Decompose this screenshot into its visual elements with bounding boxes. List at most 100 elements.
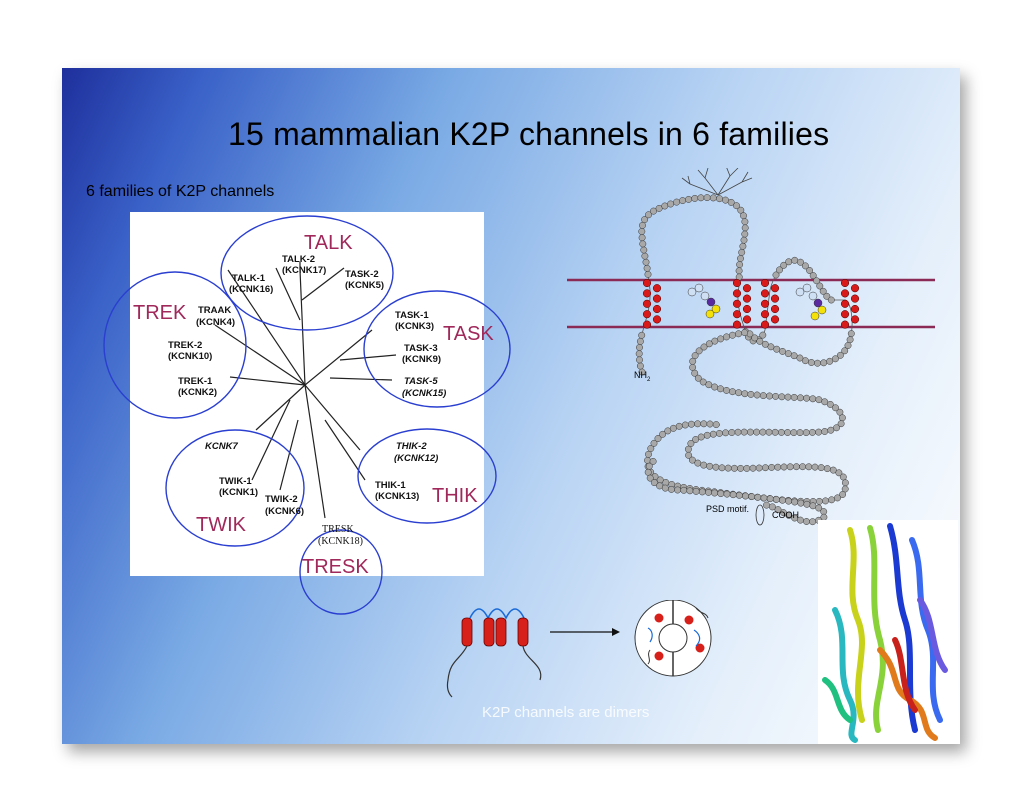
helix-residue-2 [742, 294, 752, 303]
family-label-task: TASK [443, 323, 494, 345]
residue-bead [650, 479, 658, 487]
residue-bead [650, 207, 657, 215]
residue-bead [841, 347, 849, 355]
helix-residue-2 [732, 278, 742, 288]
arrow-icon [550, 628, 620, 636]
residue-bead [785, 511, 793, 519]
residue-bead [844, 342, 852, 349]
residue-bead [791, 498, 799, 506]
tresk-family-ellipse [299, 529, 383, 615]
gene-task1: TASK-1 (KCNK3) [395, 310, 434, 332]
residue-bead [838, 414, 846, 422]
residue-bead [809, 395, 817, 403]
helix-residue-3 [770, 304, 780, 314]
residue-bead [829, 466, 837, 474]
residue-bead [705, 381, 713, 389]
residue-bead [717, 335, 725, 343]
residue-bead [841, 479, 849, 487]
residue-bead [766, 392, 773, 400]
family-label-trek: TREK [133, 302, 187, 324]
residue-bead [667, 485, 675, 493]
helix-residue-3 [760, 289, 770, 298]
residue-bead [647, 445, 655, 452]
residue-bead [790, 352, 798, 360]
residue-bead [667, 200, 675, 208]
residue-bead [709, 194, 717, 202]
residue-bead [759, 428, 767, 436]
svg-text:TWIK-1: TWIK-1 [219, 476, 252, 487]
residue-bead [837, 420, 845, 428]
svg-text:(KCNK1): (KCNK1) [219, 487, 258, 498]
residue-bead [816, 282, 824, 290]
residue-bead [723, 490, 731, 498]
residue-bead [729, 491, 737, 499]
residue-bead [692, 436, 700, 443]
residue-bead [680, 486, 688, 494]
svg-text:(KCNK3): (KCNK3) [395, 321, 434, 332]
residue-bead [805, 463, 813, 471]
residue-bead [809, 502, 817, 510]
residue-bead [711, 383, 719, 391]
residue-bead [833, 424, 840, 432]
residue-bead [694, 459, 702, 467]
residue-bead [681, 421, 689, 429]
residue-bead [679, 197, 687, 205]
residue-bead [799, 463, 807, 471]
residue-bead [733, 202, 740, 210]
residue-bead [717, 385, 724, 393]
residue-bead [645, 211, 652, 219]
residue-bead [705, 488, 712, 496]
helix-residue-2 [742, 315, 752, 324]
residue-bead [784, 393, 792, 401]
residue-bead [687, 440, 695, 447]
residue-bead [738, 248, 746, 256]
residue-bead [685, 451, 693, 459]
residue-bead [740, 236, 748, 244]
svg-text:TASK-3: TASK-3 [404, 343, 438, 354]
residue-bead [729, 388, 736, 396]
gene-kcnk7: KCNK7 [205, 441, 238, 452]
svg-text:TWIK-2: TWIK-2 [265, 494, 298, 505]
residue-bead [705, 340, 713, 348]
residue-bead [822, 497, 829, 505]
membrane-lines [567, 278, 935, 329]
residue-bead [740, 428, 748, 436]
residue-bead [741, 218, 749, 226]
helix-residue-3 [760, 320, 770, 329]
residue-bead [741, 390, 749, 398]
residue-bead [827, 426, 835, 434]
residue-bead [711, 489, 719, 497]
svg-text:TREK-2: TREK-2 [168, 340, 202, 351]
membrane-topology-diagram: NH2 PSD motif. COOH [567, 168, 935, 526]
residue-bead [841, 485, 849, 493]
residue-bead [786, 463, 794, 471]
helix-residue-3 [760, 278, 770, 288]
svg-text:TASK-5: TASK-5 [404, 376, 438, 387]
residue-bead [792, 463, 800, 471]
residue-bead [727, 198, 735, 206]
svg-text:(KCNK4): (KCNK4) [196, 317, 235, 328]
helix-residue-1 [652, 304, 662, 314]
residue-bead [669, 424, 677, 432]
residue-bead [709, 430, 717, 438]
residue-bead [735, 330, 742, 338]
phylogenetic-tree: TALK TREK TASK THIK TWIK TRESK TALK-2 (K… [103, 215, 511, 615]
svg-text:THIK-1: THIK-1 [375, 480, 406, 491]
residue-bead [809, 272, 817, 280]
helix-residue-1 [642, 278, 652, 288]
residue-bead [836, 351, 844, 359]
residue-bead [694, 420, 702, 428]
residue-bead [636, 362, 644, 370]
helix-residue-1 [652, 294, 662, 303]
residue-bead [802, 429, 810, 437]
residue-bead [639, 240, 647, 248]
svg-text:(KCNK16): (KCNK16) [229, 284, 273, 295]
svg-text:(KCNK5): (KCNK5) [345, 280, 384, 291]
beads [635, 194, 855, 526]
residue-bead [746, 428, 754, 436]
residue-bead [686, 487, 694, 495]
residue-bead [827, 296, 835, 304]
residue-bead [700, 461, 708, 469]
residue-bead [638, 331, 646, 339]
residue-bead [722, 196, 729, 204]
